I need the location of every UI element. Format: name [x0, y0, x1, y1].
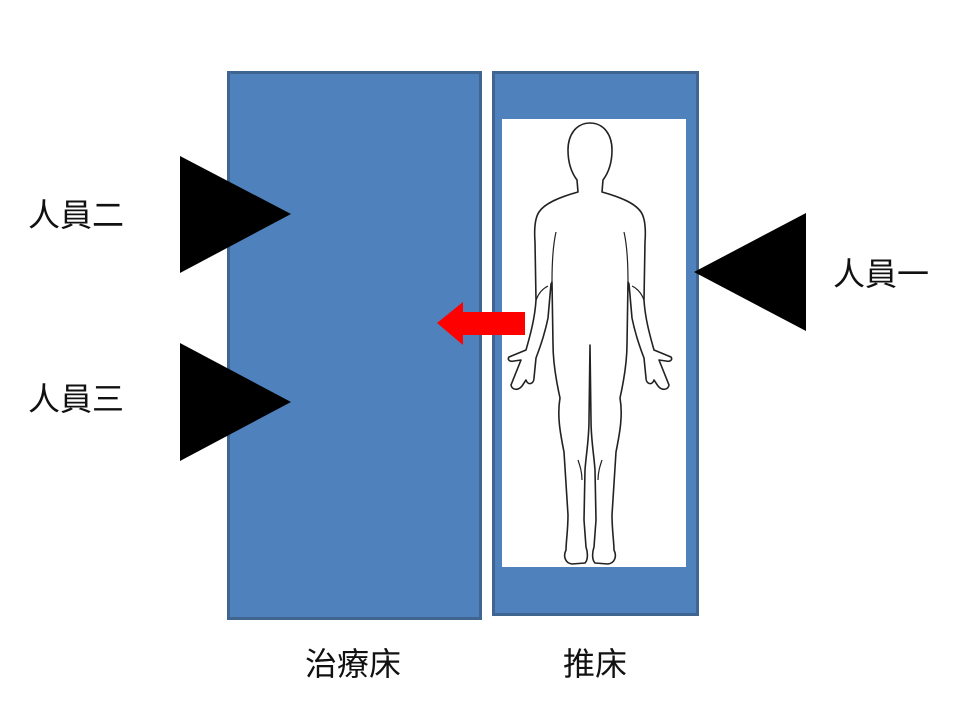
staff-one-marker-icon: [694, 213, 806, 331]
staff-three-label: 人員三: [28, 380, 125, 418]
stretcher-label: 推床: [563, 645, 628, 683]
treatment-bed: [227, 71, 482, 620]
staff-two-label: 人員二: [28, 196, 125, 234]
transfer-arrow-icon: [437, 302, 525, 345]
staff-one-label: 人員一: [833, 255, 930, 293]
staff-two-marker-icon: [180, 156, 291, 273]
treatment-bed-label: 治療床: [305, 645, 402, 683]
staff-three-marker-icon: [180, 343, 291, 461]
